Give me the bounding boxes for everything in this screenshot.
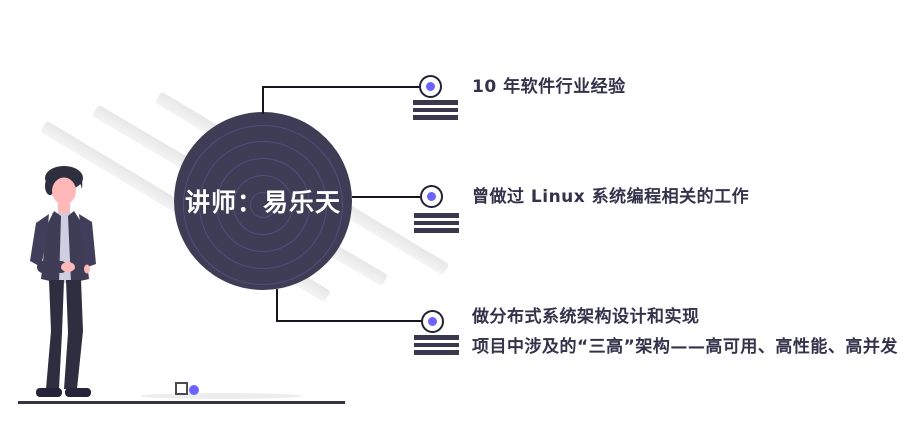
connector-top-horizontal [262, 86, 420, 88]
bullet-text-architecture: 做分布式系统架构设计和实现 [472, 307, 700, 327]
concentric-ring [183, 124, 343, 285]
person-right-sleeve [79, 214, 96, 268]
text-lines-icon [414, 335, 459, 358]
person-thumb [84, 264, 90, 274]
person-right-shoe [65, 388, 91, 397]
person-hand [61, 262, 75, 272]
person-face [52, 177, 76, 205]
person-hair-front [45, 167, 83, 191]
person-forearm [37, 261, 67, 273]
purple-dot-icon [426, 82, 435, 91]
ground-shadow [140, 393, 302, 399]
connector-middle-horizontal [352, 196, 420, 198]
connector-top-vertical [262, 86, 264, 114]
bullet-text-linux: 曾做过 Linux 系统编程相关的工作 [472, 187, 750, 207]
person-right-leg [64, 280, 83, 389]
connector-bottom-vertical [276, 289, 278, 322]
concentric-ring [199, 140, 327, 269]
radio-dot-icon [420, 185, 443, 208]
connector-bottom-horizontal [276, 320, 422, 322]
ground-line [18, 401, 345, 404]
instructor-circle: 讲师：易乐天 [174, 112, 352, 290]
concentric-ring [233, 174, 293, 235]
radio-dot-icon [419, 75, 442, 98]
text-lines-icon [414, 213, 459, 236]
instructor-name-title: 讲师：易乐天 [184, 188, 341, 217]
concentric-ring [216, 157, 310, 252]
person-left-sleeve [30, 214, 49, 267]
square-outline-icon [175, 382, 188, 395]
standing-man-illustration [30, 166, 96, 397]
purple-dot-icon [189, 385, 199, 395]
bullet-text-three-highs: 项目中涉及的“三高”架构——高可用、高性能、高并发 [472, 337, 898, 357]
person-left-leg [46, 280, 64, 389]
text-lines-icon [413, 100, 458, 123]
person-neck [58, 201, 70, 214]
radio-dot-icon [421, 310, 444, 333]
bullet-text-experience: 10 年软件行业经验 [472, 77, 626, 97]
person-left-shoe [36, 388, 62, 397]
concentric-ring [250, 191, 276, 218]
purple-dot-icon [427, 192, 436, 201]
purple-dot-icon [428, 317, 437, 326]
